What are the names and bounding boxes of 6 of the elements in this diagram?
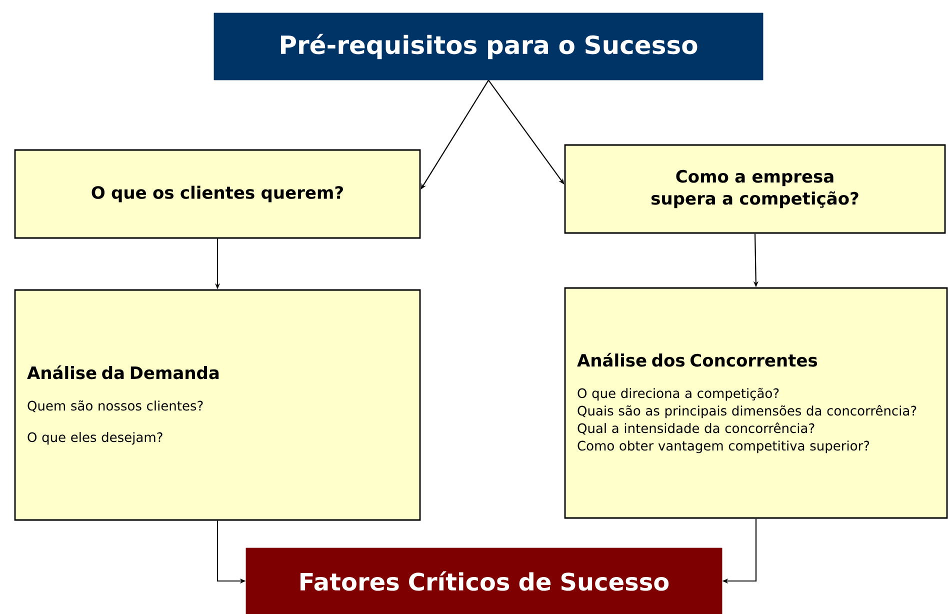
question-box: O que os clientes querem? bbox=[14, 149, 421, 239]
result-box: Fatores Críticos de Sucesso bbox=[246, 548, 722, 614]
question-box: Como a empresa supera a competição? bbox=[564, 144, 946, 234]
analysis-box: Análise da Demanda Quem são nossos clientes? O que eles desejam? bbox=[14, 289, 421, 521]
title-box: Pré-requisitos para o Sucesso bbox=[214, 12, 764, 80]
analysis-box: Análise dos Concorrentes O que direciona a competição? Quais são as principais dimensões da concorrência? Qual a intensidade da concorrência? Como obter vantagem competitiva superior? bbox=[564, 287, 948, 519]
